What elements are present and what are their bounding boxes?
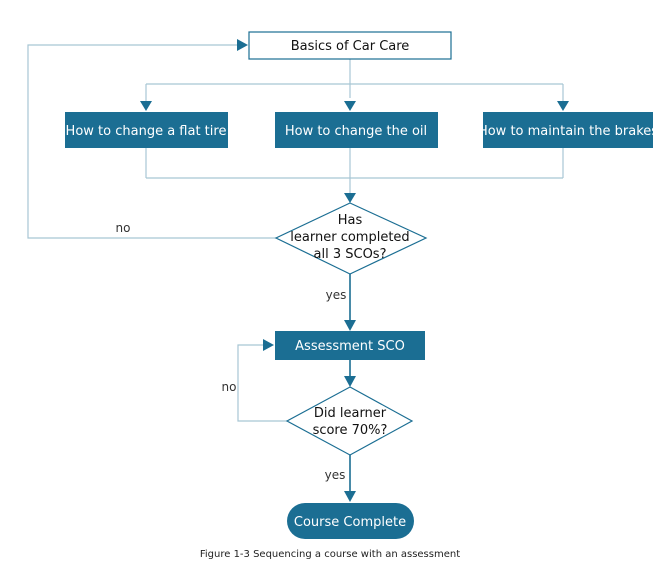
complete-node-label: Course Complete (294, 515, 406, 530)
edge-label-no-1: no (116, 221, 131, 235)
arrow-no-loop-2 (263, 339, 274, 351)
arrow-oil (344, 101, 356, 111)
complete-node-box (287, 503, 414, 539)
basics-node-box (248, 31, 452, 60)
arrow-to-assessment (344, 320, 356, 331)
arrow-brakes (557, 101, 569, 111)
flat-tire-node-box (65, 112, 228, 148)
decision-sco-line3: all 3 SCOs? (314, 247, 387, 262)
decision-score-line2: score 70%? (313, 423, 388, 438)
brakes-node-box (483, 112, 653, 148)
decision-sco-line1: Has (338, 213, 363, 228)
edge-label-yes-1: yes (326, 288, 347, 302)
arrow-no-loop-1 (237, 39, 248, 51)
assessment-node-label: Assessment SCO (295, 339, 405, 354)
edge-label-yes-2: yes (325, 468, 346, 482)
oil-node-label: How to change the oil (285, 124, 427, 139)
arrow-to-decision-sco (344, 193, 356, 203)
decision-score-line1: Did learner (314, 406, 387, 421)
basics-node-label: Basics of Car Care (291, 39, 410, 54)
decision-sco-line2: learner completed (290, 230, 409, 245)
connector-no-loop-2 (237, 344, 287, 422)
connector-no-loop-1 (27, 44, 276, 239)
arrow-to-complete (344, 491, 356, 502)
flat-tire-node-label: How to change a flat tire (66, 124, 227, 139)
arrow-to-decision-score (344, 376, 356, 387)
figure-caption: Figure 1-3 Sequencing a course with an a… (200, 549, 460, 560)
decision-score-diamond (285, 386, 414, 456)
edge-label-no-2: no (222, 380, 237, 394)
oil-node-box (275, 112, 438, 148)
assessment-node-box (275, 331, 425, 360)
brakes-node-label: How to maintain the brakes (478, 124, 658, 139)
arrow-flat-tire (140, 101, 152, 111)
decision-sco-diamond (274, 202, 428, 275)
